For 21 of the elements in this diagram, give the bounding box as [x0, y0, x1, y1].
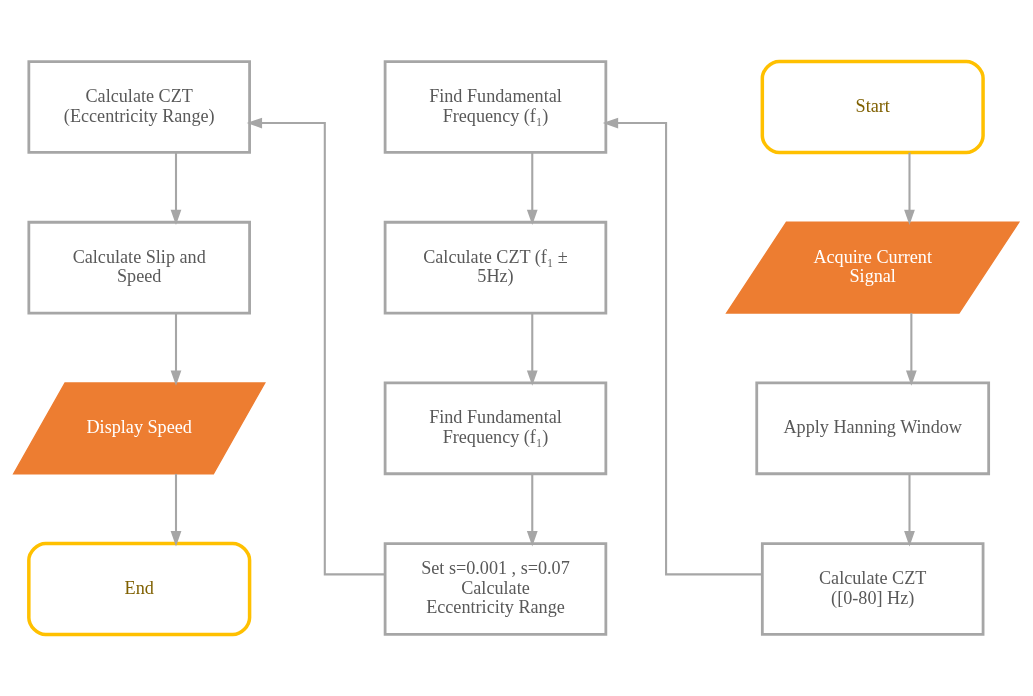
arrow [170, 313, 182, 386]
arrow [904, 473, 915, 547]
node-box: Apply Hanning Window [755, 381, 991, 476]
arrow [904, 152, 915, 226]
arrow [170, 473, 182, 547]
arrow [526, 152, 538, 226]
arrow [170, 152, 182, 226]
node-box: Start [760, 59, 985, 155]
node-box: End [27, 541, 252, 637]
arrow [905, 313, 917, 386]
node-box: Calculate CZT (f₁ ± 5Hz) [383, 220, 608, 315]
node-box: Set s=0.001 , s=0.07 Calculate Eccentricity Range [383, 542, 608, 636]
arrow [526, 313, 538, 386]
node-box: Calculate Slip and Speed [27, 220, 251, 315]
node-box: Calculate CZT (Eccentricity Range) [27, 60, 251, 154]
node-box: Calculate CZT ([0-80] Hz) [760, 542, 985, 636]
arrow [602, 117, 763, 576]
node-box: Find Fundamental Frequency (f₁) [383, 60, 608, 154]
node-box: Find Fundamental Frequency (f₁) [383, 381, 608, 476]
arrow [526, 473, 538, 547]
arrow [246, 117, 385, 576]
